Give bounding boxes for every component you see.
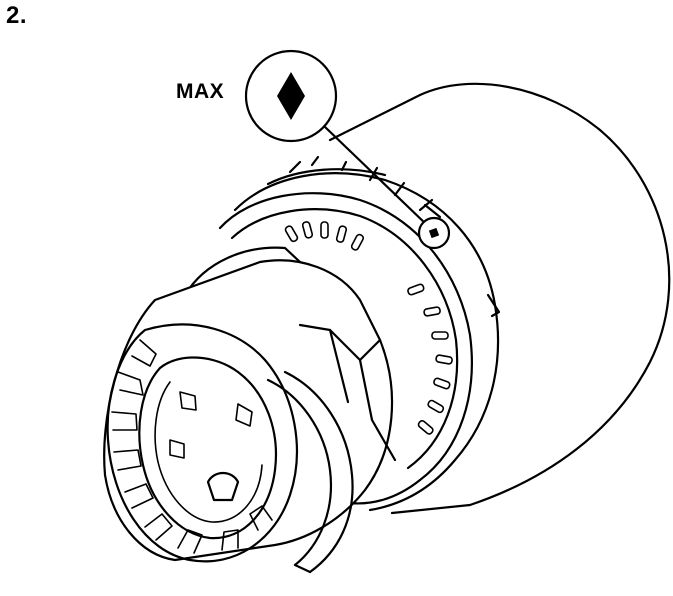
max-callout xyxy=(244,49,338,143)
max-label: MAX xyxy=(176,80,225,103)
dial-marker xyxy=(417,216,451,250)
indicator-leader-line xyxy=(323,125,430,228)
slotted-collar xyxy=(218,192,473,505)
step-number: 2. xyxy=(6,2,28,29)
front-adapter xyxy=(103,259,394,563)
clamp-ring xyxy=(266,323,397,574)
diamond-icon xyxy=(277,72,305,120)
